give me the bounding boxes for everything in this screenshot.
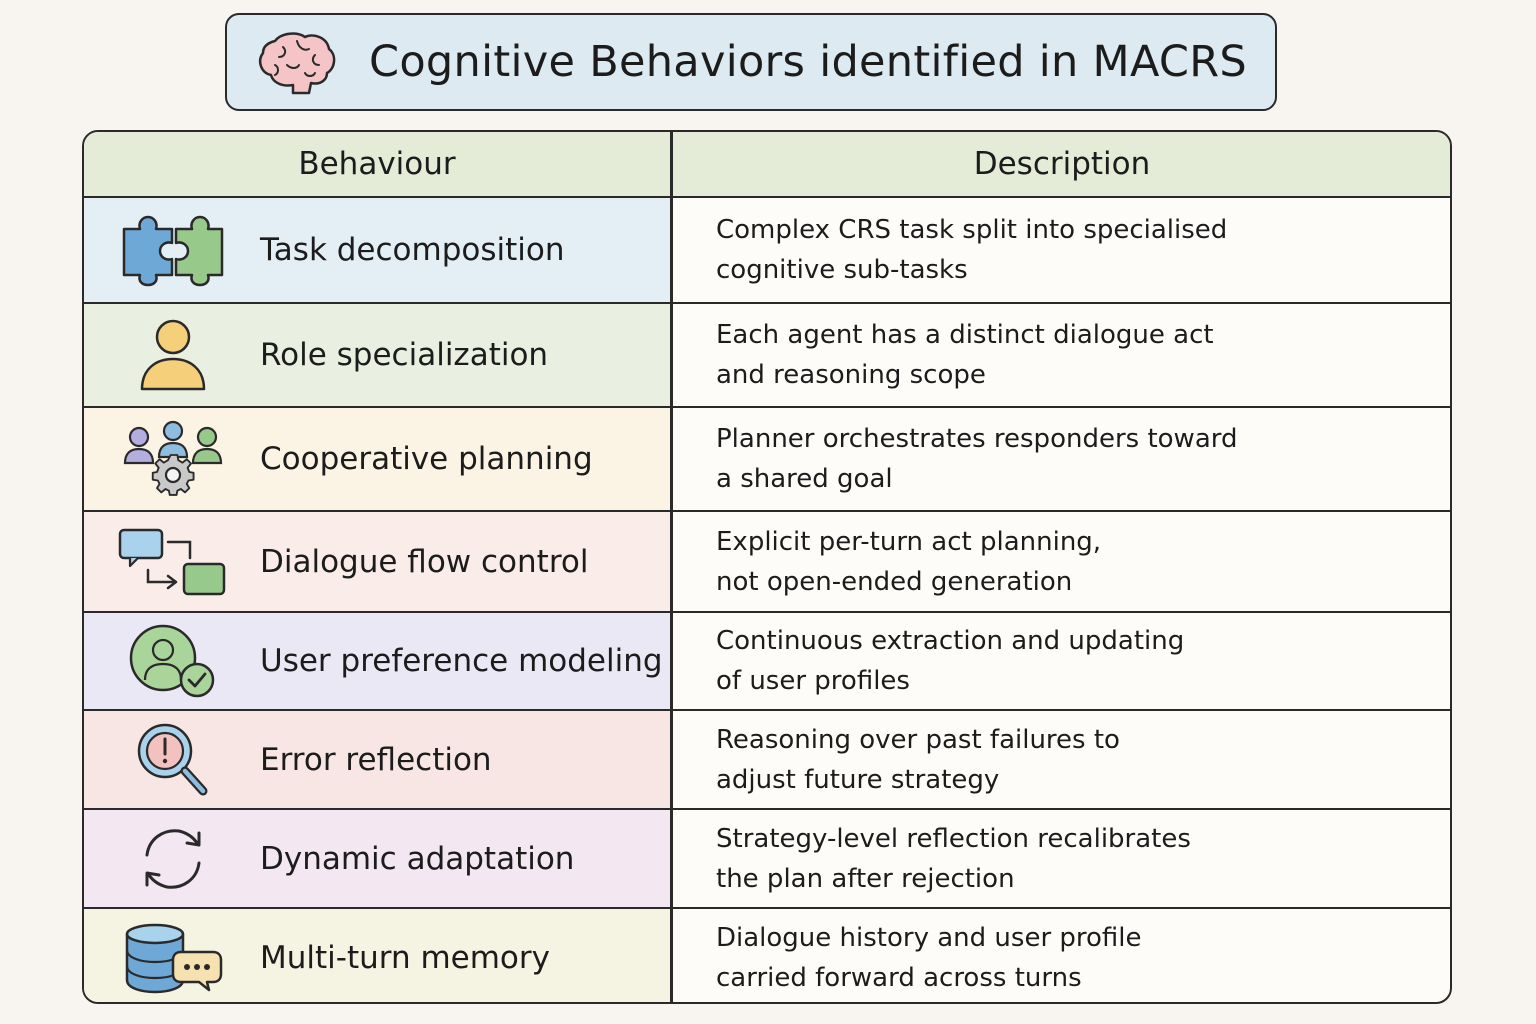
description-line: Each agent has a distinct dialogue act (716, 320, 1214, 350)
behaviour-label: Role specialization (260, 337, 549, 373)
description-text: Dialogue history and user profile carrie… (716, 909, 1416, 1002)
page-title: Cognitive Behaviors identified in MACRS (369, 37, 1247, 87)
description-line: cognitive sub-tasks (716, 255, 968, 285)
row-bg (84, 512, 670, 611)
description-line: adjust future strategy (716, 764, 1000, 795)
puzzle-icon (118, 208, 228, 292)
behaviour-label: Multi-turn memory (260, 939, 550, 976)
description-text: Planner orchestrates responders toward a… (716, 408, 1416, 510)
column-divider (670, 132, 673, 1002)
header-description: Description (973, 146, 1151, 182)
description-line: Explicit per-turn act planning, (716, 526, 1102, 557)
refresh-icon (118, 817, 228, 901)
description-line: Planner orchestrates responders toward (716, 424, 1238, 454)
magnifier-alert-icon (118, 718, 228, 802)
table-header: Behaviour Description (84, 132, 1450, 198)
description-line: Strategy-level reflection recalibrates (716, 823, 1191, 854)
flow-icon (118, 520, 228, 604)
user-icon (118, 313, 228, 397)
description-line: Complex CRS task split into specialised (716, 215, 1228, 245)
description-line: Dialogue history and user profile (716, 922, 1142, 953)
team-gear-icon (118, 417, 228, 501)
row-bg (84, 198, 670, 302)
table-row: Multi-turn memory Dialogue history and u… (84, 909, 1450, 1002)
row-bg (84, 810, 670, 907)
table-row: Error reflection Reasoning over past fai… (84, 711, 1450, 810)
table-row: User preference modeling Continuous extr… (84, 613, 1450, 711)
description-text: Strategy-level reflection recalibrates t… (716, 810, 1416, 907)
table-row: Role specialization Each agent has a dis… (84, 304, 1450, 408)
description-line: Reasoning over past failures to (716, 724, 1120, 755)
description-line: of user profiles (716, 666, 910, 696)
description-text: Explicit per-turn act planning, not open… (716, 512, 1416, 611)
description-text: Each agent has a distinct dialogue act a… (716, 304, 1416, 406)
behaviour-label: Dynamic adaptation (260, 840, 575, 877)
table-row: Task decomposition Complex CRS task spli… (84, 198, 1450, 304)
behaviors-table: Behaviour Description Task decomposition… (82, 130, 1452, 1004)
description-line: a shared goal (716, 464, 893, 494)
header-behaviour: Behaviour (298, 146, 456, 182)
description-text: Continuous extraction and updating of us… (716, 613, 1416, 709)
user-check-icon (118, 619, 228, 703)
table-row: Cooperative planning Planner orchestrate… (84, 408, 1450, 512)
database-chat-icon (118, 916, 228, 1000)
description-text: Complex CRS task split into specialised … (716, 198, 1416, 302)
description-line: not open-ended generation (716, 566, 1073, 597)
brain-icon (259, 32, 336, 95)
behaviour-label: Cooperative planning (260, 441, 593, 477)
table-row: Dialogue flow control Explicit per-turn … (84, 512, 1450, 613)
row-bg (84, 408, 670, 510)
description-line: and reasoning scope (716, 360, 986, 390)
description-line: the plan after rejection (716, 863, 1015, 894)
behaviour-label: Dialogue flow control (260, 543, 589, 580)
behaviour-label: Error reflection (260, 741, 492, 778)
description-line: carried forward across turns (716, 962, 1082, 993)
description-line: Continuous extraction and updating (716, 626, 1185, 656)
table-row: Dynamic adaptation Strategy-level reflec… (84, 810, 1450, 909)
behaviour-label: Task decomposition (260, 232, 565, 268)
description-text: Reasoning over past failures to adjust f… (716, 711, 1416, 808)
title-banner: Cognitive Behaviors identified in MACRS (225, 13, 1277, 111)
behaviour-label: User preference modeling (260, 643, 663, 679)
